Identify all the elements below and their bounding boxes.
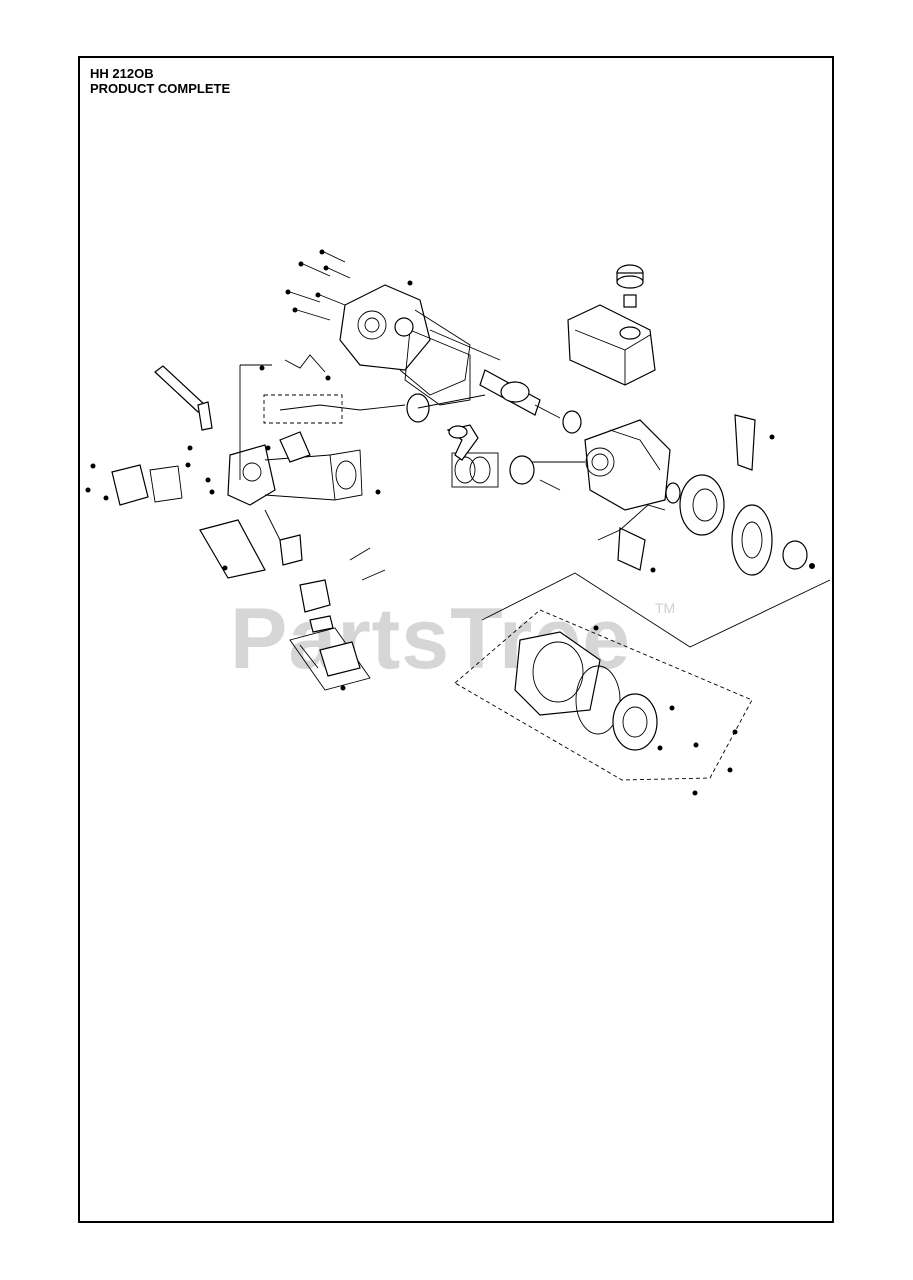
valve-cover[interactable] — [111, 464, 183, 506]
carburetor[interactable] — [264, 509, 386, 613]
cover-bearing — [394, 317, 414, 337]
engine-block[interactable] — [520, 419, 671, 511]
camshaft-gear[interactable] — [406, 393, 486, 423]
exhaust-pipe[interactable] — [154, 365, 213, 431]
crankshaft[interactable] — [479, 369, 561, 419]
air-filter-box[interactable] — [289, 627, 371, 691]
page-frame — [78, 56, 834, 1223]
blower-housing[interactable] — [514, 631, 601, 716]
model-number: HH 212OB — [90, 66, 154, 81]
head-gasket — [264, 449, 363, 501]
cylinder-head[interactable] — [227, 444, 276, 506]
breather-assembly[interactable] — [265, 431, 311, 463]
head-bolts — [85, 445, 381, 501]
piston[interactable] — [509, 455, 535, 485]
watermark-trademark: TM — [655, 600, 676, 616]
recoil-starter[interactable] — [612, 693, 658, 751]
connecting-rod[interactable] — [446, 424, 479, 461]
piston-rings — [451, 452, 499, 488]
starter-group-outline — [454, 572, 831, 781]
flywheel[interactable] — [665, 474, 725, 536]
cover-bolts — [285, 249, 413, 321]
starter-gasket — [575, 665, 621, 735]
fuel-cap[interactable] — [616, 264, 644, 308]
fuel-tank[interactable] — [567, 304, 656, 386]
governor-linkage — [259, 354, 406, 424]
piston-pin — [539, 479, 561, 491]
flywheel-shroud-bracket — [734, 414, 775, 471]
cooling-fan[interactable] — [731, 504, 815, 576]
cover-gasket — [404, 329, 471, 406]
heat-shield — [199, 519, 266, 579]
crankcase-cover[interactable] — [339, 284, 471, 396]
starter-bolts — [593, 625, 738, 796]
carb-gasket — [309, 615, 334, 633]
crankshaft-bearing — [562, 410, 582, 434]
section-title: PRODUCT COMPLETE — [90, 81, 231, 96]
ignition-coil[interactable] — [597, 504, 666, 573]
diagram-title: HH 212OB PRODUCT COMPLETE — [90, 66, 230, 96]
